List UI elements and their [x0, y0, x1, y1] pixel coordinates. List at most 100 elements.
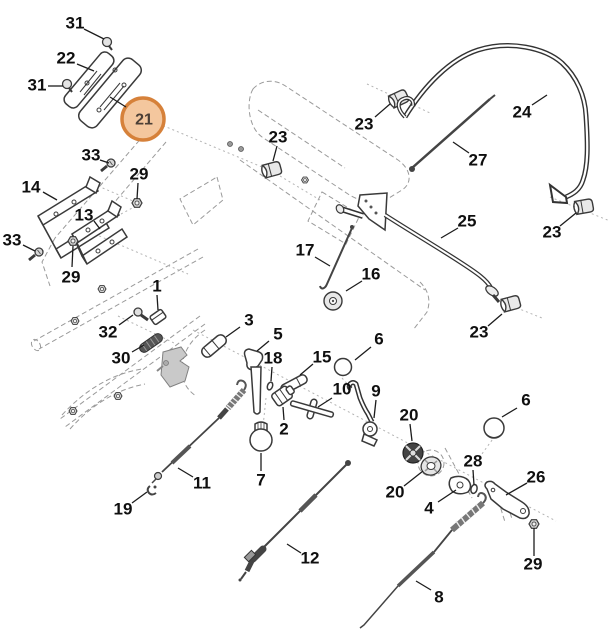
part-32-screw: [133, 307, 149, 322]
callout-leader-29-2: [71, 245, 74, 268]
callout-29[interactable]: 29: [130, 165, 149, 184]
callout-leader-26: [505, 482, 528, 496]
callout-16[interactable]: 16: [362, 265, 381, 284]
callout-11[interactable]: 11: [193, 474, 211, 493]
part-11-cable: [151, 379, 247, 484]
part-27-rod: [409, 94, 496, 172]
callout-leader-27: [452, 141, 470, 154]
callout-2[interactable]: 2: [279, 420, 288, 439]
part-12-cable: [238, 460, 351, 582]
callout-19[interactable]: 19: [114, 500, 133, 519]
callout-32[interactable]: 32: [99, 323, 118, 342]
callout-leader-10: [317, 397, 333, 408]
callout-leader-19: [131, 491, 148, 504]
part-9-lever: [346, 380, 379, 447]
callout-20[interactable]: 20: [400, 406, 419, 425]
part-10-t-bolt: [289, 398, 335, 420]
part-6-ball-knob-right: [483, 417, 505, 439]
callout-leader-2: [282, 406, 285, 421]
callout-26[interactable]: 26: [527, 468, 546, 487]
callout-18[interactable]: 18: [264, 349, 283, 368]
callout-15[interactable]: 15: [313, 348, 332, 367]
callout-leader-28: [472, 469, 475, 486]
callout-leader-23-3: [559, 212, 577, 227]
callout-leader-32: [118, 314, 134, 326]
callout-29-2[interactable]: 29: [62, 268, 81, 287]
housing-screw: [227, 141, 233, 147]
callout-33-2[interactable]: 33: [3, 231, 22, 250]
part-25-stop-bar: [335, 192, 501, 303]
callout-21[interactable]: 21: [135, 112, 153, 129]
callout-leader-20-2: [403, 470, 424, 487]
callout-10[interactable]: 10: [333, 380, 352, 399]
callout-leader-30: [131, 344, 145, 353]
callout-9[interactable]: 9: [371, 382, 380, 401]
part-31-ball-stud-left: [61, 78, 73, 93]
part-28-ring: [470, 483, 478, 495]
callout-25[interactable]: 25: [458, 212, 477, 231]
callout-12[interactable]: 12: [301, 549, 320, 568]
callout-leader-33: [99, 159, 110, 164]
callout-31[interactable]: 31: [66, 14, 85, 33]
callout-28[interactable]: 28: [464, 452, 483, 471]
callout-6[interactable]: 6: [374, 330, 383, 349]
chassis-mount-bracket: [156, 346, 190, 388]
part-29-nut-left: [67, 236, 79, 246]
part-7-knob: [249, 421, 273, 452]
callout-24[interactable]: 24: [513, 103, 532, 122]
callout-3[interactable]: 3: [244, 311, 253, 330]
part-23-clamp: [498, 294, 522, 314]
highlighted-part-circle[interactable]: [120, 96, 166, 142]
callout-1[interactable]: 1: [152, 277, 161, 296]
part-17-link-rod: [319, 225, 354, 290]
callout-30[interactable]: 30: [112, 349, 131, 368]
callout-14[interactable]: 14: [22, 178, 41, 197]
callout-20-2[interactable]: 20: [386, 483, 405, 502]
callout-leader-14: [42, 191, 58, 201]
callout-22[interactable]: 22: [57, 49, 76, 68]
callout-7[interactable]: 7: [256, 471, 265, 490]
callout-33[interactable]: 33: [82, 146, 101, 165]
handle-tube-nut: [70, 317, 80, 325]
callout-leader-17: [314, 256, 331, 267]
callout-31-2[interactable]: 31: [28, 76, 47, 95]
part-30-spring: [139, 333, 163, 353]
callout-23-3[interactable]: 23: [543, 223, 562, 242]
callout-23-4[interactable]: 23: [470, 323, 489, 342]
callout-leader-4: [437, 489, 457, 503]
callout-29-3[interactable]: 29: [524, 555, 543, 574]
part-20-wheel-b: [420, 456, 442, 476]
part-24-handlebar: [396, 43, 590, 205]
callout-23-2[interactable]: 23: [269, 128, 288, 147]
callout-17[interactable]: 17: [296, 241, 315, 260]
callout-leader-6: [354, 346, 372, 361]
callout-27[interactable]: 27: [469, 151, 488, 170]
callout-23[interactable]: 23: [355, 115, 374, 134]
part-22-plate: [63, 51, 115, 109]
callout-leader-23: [374, 103, 391, 118]
part-19-clip: [146, 485, 157, 496]
part-8-rod-spring: [359, 492, 487, 629]
part-29-nut-top: [131, 198, 143, 208]
part-16-roller: [323, 291, 343, 311]
callout-6-2[interactable]: 6: [521, 391, 530, 410]
part-23-clamp: [572, 197, 595, 216]
part-13-bracket: [71, 199, 129, 266]
callout-4[interactable]: 4: [424, 499, 434, 518]
callout-leader-3: [225, 326, 241, 338]
callout-leader-33-2: [22, 244, 36, 252]
callout-leader-23-2: [272, 145, 278, 162]
part-21-plate: [77, 57, 143, 129]
callout-5[interactable]: 5: [273, 325, 282, 344]
callout-8[interactable]: 8: [434, 588, 443, 607]
callout-13[interactable]: 13: [75, 206, 94, 225]
callout-leader-22: [76, 63, 95, 72]
part-33-screw-left: [27, 246, 45, 262]
part-18-ring: [266, 381, 274, 391]
callout-leader-9: [373, 399, 377, 419]
callout-leader-29: [136, 182, 139, 200]
callout-leader-25: [440, 227, 459, 239]
phantom-housing-outline: [30, 80, 513, 523]
